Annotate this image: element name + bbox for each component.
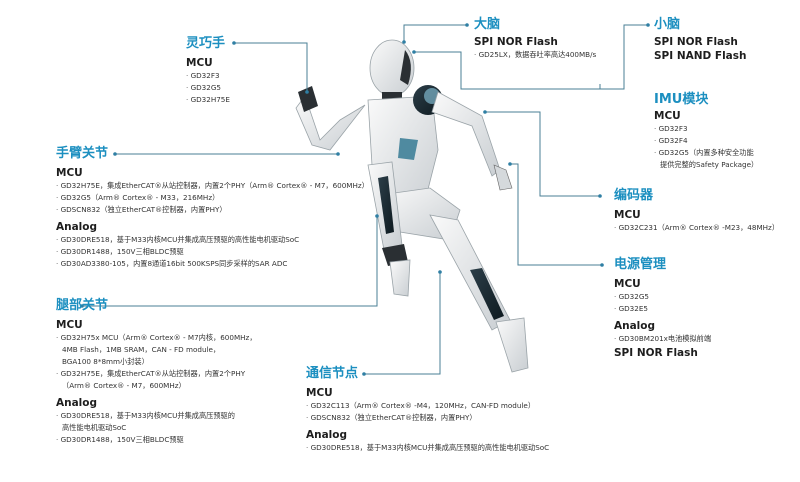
block-title: 小脑 [654, 17, 681, 32]
chip-item: GD32G5 [186, 82, 230, 94]
chip-item: BGA100 8*8mm小封装） [62, 357, 149, 366]
block-title: 通信节点 [306, 366, 359, 381]
chip-item: GD32H75E [186, 94, 230, 106]
category-label: Analog [306, 429, 348, 441]
category-label: Analog [56, 221, 98, 233]
block-title: 灵巧手 [186, 36, 226, 51]
chip-item: GD32H75E，集成EtherCAT®从站控制器，内置2个PHY [56, 368, 257, 380]
chip-item: GD30DRE518，基于M33内核MCU并集成高压预驱的高性能电机驱动SoC [306, 442, 550, 454]
block-title: IMU模块 [654, 92, 709, 107]
front-foot-shape [389, 259, 411, 297]
torso-accent [398, 138, 418, 160]
block-encoder: 编码器 MCU GD32C231（Arm® Cortex® -M23，48MHz… [614, 188, 779, 234]
chip-item: （Arm® Cortex® - M7，600MHz） [62, 381, 186, 390]
block-title: 大脑 [474, 17, 501, 32]
chip-item: GD32F4 [654, 135, 758, 147]
category-label: SPI NOR Flash [654, 36, 738, 48]
chip-item: GD32F3 [654, 123, 758, 135]
category-label: Analog [56, 397, 98, 409]
category-label: MCU [614, 209, 641, 221]
chip-item: GD32F3 [186, 70, 230, 82]
chip-item: GD32G5（Arm® Cortex® - M33，216MHz） [56, 192, 369, 204]
front-thigh-panel [378, 176, 394, 234]
category-label: MCU [56, 167, 83, 179]
category-label: SPI NOR Flash [474, 36, 558, 48]
neck-shape [382, 92, 402, 102]
block-leg-joint: 腿部关节 MCU GD32H75x MCU（Arm® Cortex® - M7内… [56, 298, 257, 446]
chip-item: 提供完整的Safety Package） [660, 160, 759, 169]
block-imu: IMU模块 MCU GD32F3 GD32F4 GD32G5（内置多种安全功能 … [654, 92, 758, 171]
chip-item: GD30BM201x电池模拟前端 [614, 333, 711, 345]
chip-item: GD30DR1488，150V三相BLDC预驱 [56, 434, 257, 446]
chip-item: GD30DRE518，基于M33内核MCU并集成高压预驱的 [56, 410, 257, 422]
connector-comm-node [364, 272, 441, 375]
back-foot-shape [495, 317, 529, 373]
chip-item: GD30DRE518，基于M33内核MCU并集成高压预驱的高性能电机驱动SoC [56, 234, 369, 246]
block-title: 电源管理 [614, 257, 667, 272]
chip-item: GDSCN832（独立EtherCAT®控制器，内置PHY） [306, 412, 549, 424]
category-label: MCU [186, 57, 213, 69]
right-hand-shape [493, 164, 513, 191]
category-label: SPI NAND Flash [654, 50, 747, 62]
chip-item: GD32H75E，集成EtherCAT®从站控制器，内置2个PHY（Arm® C… [56, 180, 369, 192]
ear-shape [400, 50, 411, 85]
connector-small-brain [414, 24, 648, 90]
connector-leg-joint [82, 216, 378, 307]
chip-item: GD25LX，数据吞吐率高达400MB/s [474, 49, 597, 61]
block-small-brain: 小脑 SPI NOR Flash SPI NAND Flash [654, 17, 746, 63]
connector-big-brain [403, 24, 467, 42]
chip-item: GD32E5 [614, 303, 711, 315]
block-title: 手臂关节 [56, 146, 109, 161]
block-dexterous-hand: 灵巧手 MCU GD32F3 GD32G5 GD32H75E [186, 36, 230, 106]
block-comm-node: 通信节点 MCU GD32C113（Arm® Cortex® -M4，120MH… [306, 366, 549, 454]
category-label: MCU [56, 319, 83, 331]
category-label: MCU [654, 110, 681, 122]
block-arm-joint: 手臂关节 MCU GD32H75E，集成EtherCAT®从站控制器，内置2个P… [56, 146, 369, 270]
block-title: 编码器 [614, 188, 654, 203]
left-hand-shape [298, 86, 318, 112]
connector-encoder [485, 111, 600, 197]
connector-dexterous-hand [234, 42, 308, 92]
category-label: Analog [614, 320, 656, 332]
back-leg-panel [470, 268, 504, 320]
category-label: MCU [614, 278, 641, 290]
category-label: MCU [306, 387, 333, 399]
category-label: SPI NOR Flash [614, 347, 698, 359]
block-title: 腿部关节 [56, 298, 109, 313]
chip-item: 4MB Flash，1MB SRAM，CAN - FD module， [62, 345, 221, 354]
block-big-brain: 大脑 SPI NOR Flash GD25LX，数据吞吐率高达400MB/s [474, 17, 596, 61]
chip-item: GDSCN832（独立EtherCAT®控制器，内置PHY） [56, 204, 369, 216]
block-power: 电源管理 MCU GD32G5 GD32E5 Analog GD30BM201x… [614, 257, 711, 360]
chip-item: GD32G5（内置多种安全功能 [654, 147, 758, 159]
left-arm-shape [295, 95, 366, 151]
chip-item: GD32H75x MCU（Arm® Cortex® - M7内核，600MHz， [56, 332, 257, 344]
connector-power [510, 163, 602, 266]
chip-item: GD32C231（Arm® Cortex® -M23，48MHz） [614, 222, 779, 234]
chip-item: GD30AD3380-105，内置8通道16bit 500KSPS同步采样的SA… [56, 258, 369, 270]
right-arm-shape [431, 91, 501, 177]
chip-item: GD30DR1488，150V三相BLDC预驱 [56, 246, 369, 258]
chip-item: 高性能电机驱动SoC [62, 423, 127, 432]
chip-item: GD32G5 [614, 291, 711, 303]
chip-item: GD32C113（Arm® Cortex® -M4，120MHz，CAN-FD … [306, 400, 549, 412]
